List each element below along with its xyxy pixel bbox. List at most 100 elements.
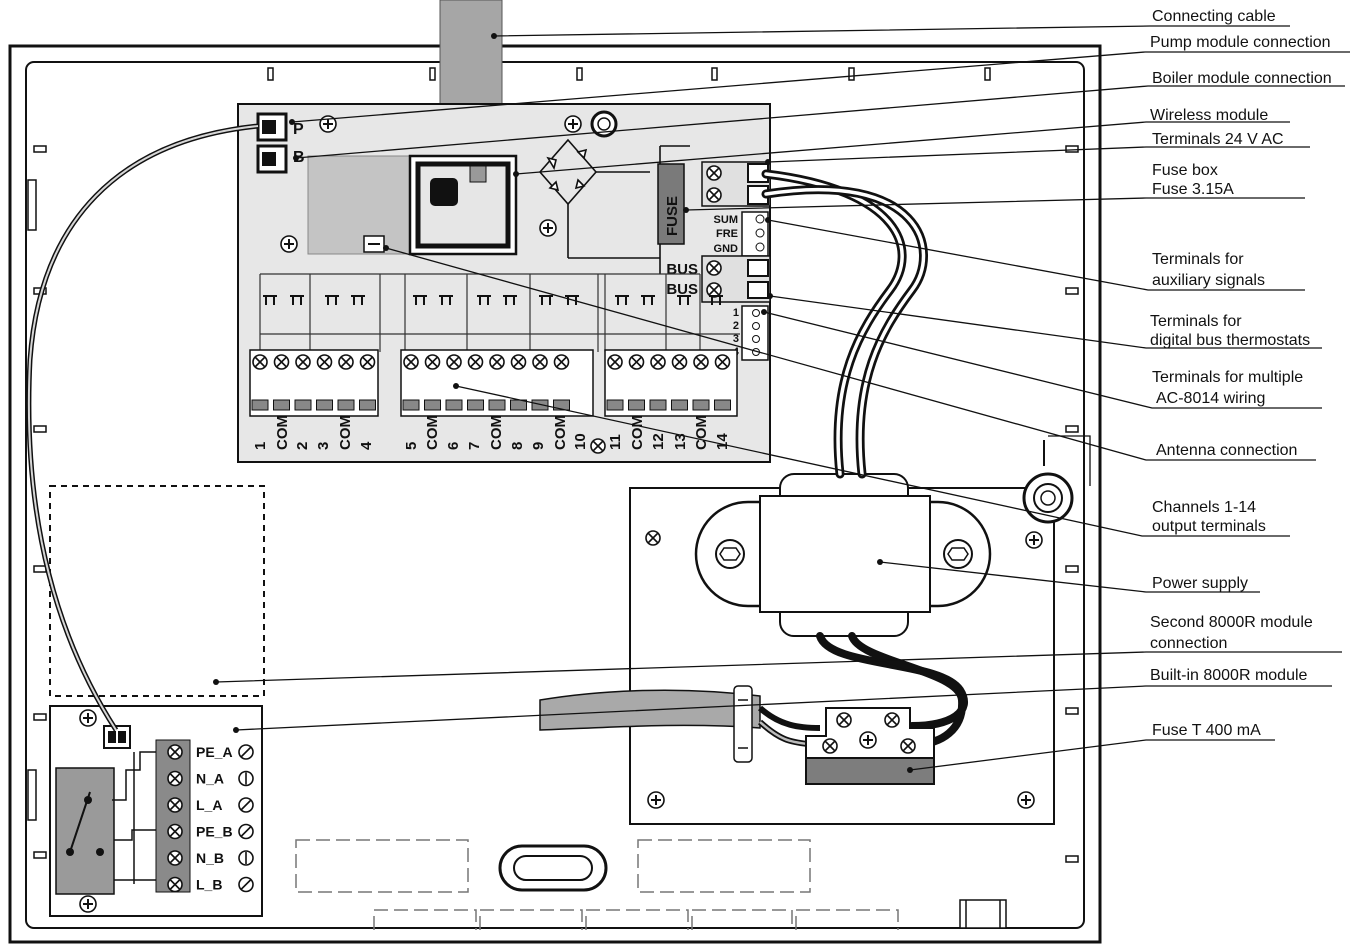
- terminal-slot: [714, 399, 731, 411]
- terminal-slot: [402, 399, 420, 411]
- terminal-slot: [337, 399, 355, 411]
- terminal-slot: [692, 399, 710, 411]
- mains-screw-icon: [167, 797, 183, 813]
- leader-dots: [213, 33, 913, 773]
- terminal-slot: [424, 399, 441, 411]
- transformer-bolt-left-icon: [715, 539, 745, 569]
- channel-label: 6: [445, 442, 462, 450]
- terminal-screw-icon: [467, 354, 484, 370]
- terminal-screw-icon: [403, 354, 419, 370]
- terminal-screw-icon: [424, 354, 441, 370]
- terminal-screw-icon: [650, 354, 666, 370]
- terminals-24v-ac: [701, 161, 771, 207]
- terminals-auxiliary-signals: SUM FRE GND: [714, 211, 769, 257]
- callout-wireless-module: Wireless module: [1150, 107, 1268, 124]
- channel-label: 14: [714, 433, 731, 450]
- aux-sum-label: SUM: [714, 214, 738, 226]
- terminal-screw-icon: [532, 354, 548, 370]
- mains-terminal-label: PE_B: [196, 824, 233, 840]
- channel-label: 2: [294, 442, 311, 450]
- terminal-slot: [467, 399, 484, 411]
- channel-label: COM: [693, 415, 710, 450]
- screw-icon: [590, 438, 606, 454]
- fuse-label: FUSE: [664, 196, 681, 236]
- multi-label-1: 1: [733, 307, 739, 319]
- screw-icon: [645, 530, 661, 546]
- aux-gnd-label: GND: [714, 243, 739, 255]
- mains-terminal-mark-line: [240, 799, 252, 811]
- terminal-screw-icon: [252, 354, 268, 370]
- screw-icon: [280, 235, 298, 253]
- terminal-slot: [649, 399, 667, 411]
- channel-label: 8: [509, 442, 526, 450]
- mains-terminal-label: N_A: [196, 771, 224, 787]
- channel-label: 12: [650, 433, 667, 450]
- aux-fre-label: FRE: [716, 228, 738, 240]
- terminal-screw-icon: [359, 354, 376, 370]
- terminal-screw-icon: [607, 354, 623, 370]
- channel-label: 9: [530, 442, 547, 450]
- terminal-slot: [273, 399, 290, 411]
- terminal-slot: [294, 399, 312, 411]
- secondary-wires: [761, 169, 928, 479]
- mains-terminal-label: L_B: [196, 877, 222, 893]
- terminal-slot: [359, 399, 376, 411]
- transformer-bolt-right-icon: [943, 539, 973, 569]
- terminal-screw-icon: [671, 354, 688, 370]
- fuse-t-400ma: [805, 757, 935, 785]
- pump-module-wire: [26, 123, 259, 732]
- screw-icon: [539, 219, 557, 237]
- terminal-screw-icon: [295, 354, 311, 370]
- mains-screw-icon: [167, 744, 183, 760]
- callout-pump-module-connection: Pump module connection: [1150, 34, 1331, 51]
- pump-label: P: [293, 121, 304, 138]
- terminal-screw-icon: [489, 354, 505, 370]
- channel-label: 5: [403, 442, 420, 450]
- relay-switch: [55, 767, 115, 895]
- terminal-slot: [251, 399, 269, 411]
- terminal-screw-icon: [628, 354, 645, 370]
- channel-label: 3: [315, 442, 332, 450]
- callout-connecting-cable: Connecting cable: [1152, 8, 1276, 25]
- mains-terminal-mark-line: [240, 878, 252, 891]
- callout-boiler-module-connection: Boiler module connection: [1152, 70, 1332, 87]
- callout-fuse-t-400ma: Fuse T 400 mA: [1152, 722, 1261, 739]
- main-pcb: P B FUSE: [237, 103, 771, 463]
- mains-screw-icon: [167, 770, 183, 787]
- mains-terminal-mark-line: [240, 825, 252, 838]
- channel-label: COM: [424, 415, 441, 450]
- channel-label: COM: [552, 415, 569, 450]
- mains-screw-icon: [167, 850, 183, 866]
- terminal-screw-icon: [553, 354, 570, 370]
- terminal-slot: [671, 399, 688, 411]
- screw-icon: [1025, 531, 1043, 549]
- mount-ring-icon: [590, 110, 618, 138]
- callout-power-supply: Power supply: [1152, 575, 1248, 592]
- terminal-slot: [445, 399, 463, 411]
- channel-label: 7: [466, 442, 483, 450]
- channel-label: 13: [672, 433, 689, 450]
- pump-module-connector: P: [256, 112, 304, 142]
- mains-screw-icon: [167, 876, 183, 893]
- antenna-connector: [363, 235, 385, 253]
- primary-wires: [816, 632, 968, 748]
- wireless-module: [408, 154, 518, 256]
- terminal-slot: [488, 399, 506, 411]
- fuse-box: FUSE: [657, 163, 685, 245]
- callout-antenna-connection: Antenna connection: [1156, 442, 1297, 459]
- channel-label: 11: [607, 434, 624, 450]
- enclosure: [8, 44, 1102, 944]
- callout-built-in-8000r-module: Built-in 8000R module: [1150, 667, 1308, 684]
- callout-labels: Connecting cable Pump module connection …: [1150, 8, 1332, 739]
- channel-label: COM: [337, 415, 354, 450]
- terminal-slot: [628, 399, 645, 411]
- power-supply-transformer: [694, 473, 992, 637]
- terminal-slot: [316, 399, 333, 411]
- terminal-screw-icon: [446, 354, 462, 370]
- leader-lines: [215, 25, 1350, 771]
